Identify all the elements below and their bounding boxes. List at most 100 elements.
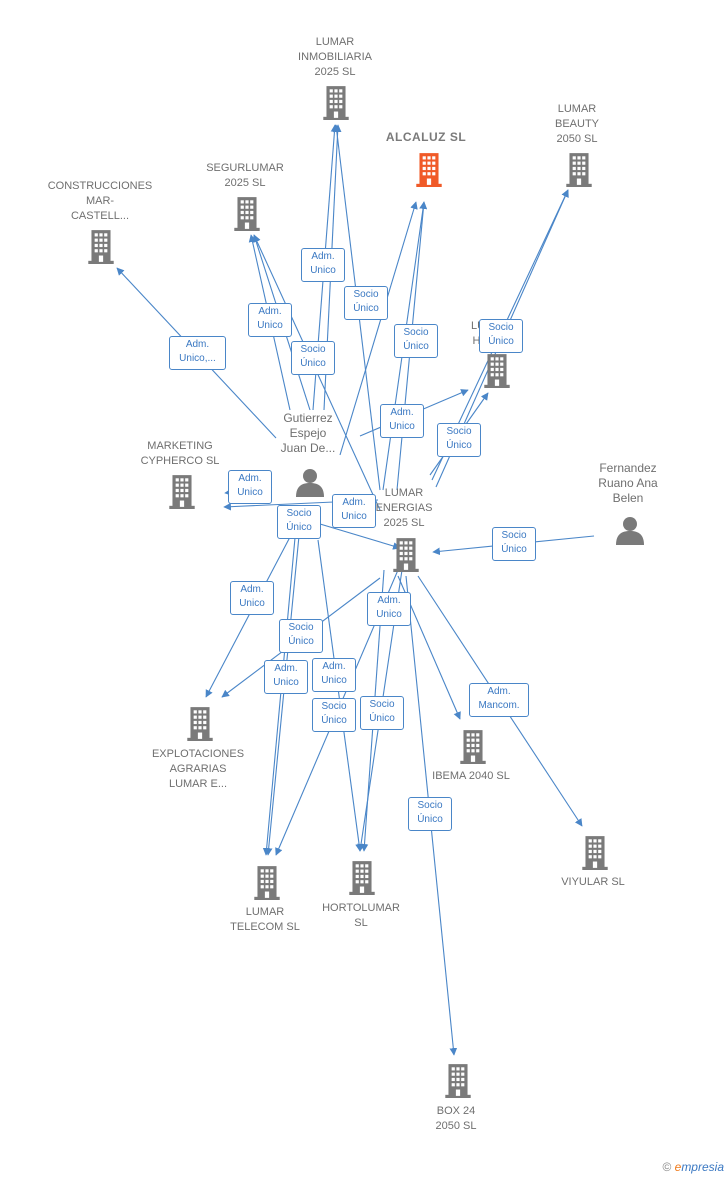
building-icon[interactable]: [582, 836, 608, 870]
edge-label-line: Único: [300, 358, 326, 369]
edge-line: [317, 539, 363, 852]
edge-label-line: Adm.: [322, 661, 346, 672]
building-icon[interactable]: [254, 866, 280, 900]
node-label-line: Juan De...: [280, 441, 336, 455]
edge-label-line: Unico: [389, 421, 415, 432]
building-icon[interactable]: [460, 730, 486, 764]
edge-label-line: Unico: [376, 609, 402, 620]
edge-label-line: Socio: [321, 701, 347, 712]
edge-label-box[interactable]: Adm.Unico: [264, 660, 308, 694]
node-label-line: HI: [472, 335, 484, 347]
building-icon[interactable]: [393, 538, 419, 572]
node-label-line: LUMAR: [557, 103, 597, 115]
node-label-line: 2050 SL: [435, 1120, 477, 1132]
building-icon[interactable]: [349, 861, 375, 895]
person-icon[interactable]: [296, 469, 324, 497]
building-icon[interactable]: [445, 1064, 471, 1098]
node-label-line: Gutierrez: [283, 411, 333, 425]
edge-label-line: Único: [446, 440, 472, 451]
node-label-line: MAR-: [85, 195, 115, 207]
edge-label-line: Socio: [417, 800, 443, 811]
node-label-line: 2025 SL: [224, 177, 266, 189]
edge-label-box[interactable]: Adm.Mancom.: [469, 683, 529, 717]
node-label-construcciones[interactable]: CONSTRUCCIONES MAR- CASTELL...: [25, 179, 175, 224]
building-icon[interactable]: [187, 707, 213, 741]
building-icon[interactable]: [169, 475, 195, 509]
building-icon[interactable]: [88, 230, 114, 264]
edge-label-line: Adm.: [258, 306, 282, 317]
edge-label-line: Adm.: [274, 663, 298, 674]
edge-label-line: Socio: [403, 327, 429, 338]
edge-label-box[interactable]: Adm.Unico: [230, 581, 274, 615]
edge-label-box[interactable]: Adm.Unico: [380, 404, 424, 438]
node-label-line: ALCALUZ SL: [385, 130, 467, 144]
node-label-box24[interactable]: BOX 24 2050 SL: [381, 1104, 531, 1134]
edge-label-line: Socio: [488, 322, 514, 333]
edge-label-line: Único: [321, 715, 347, 726]
person-icon[interactable]: [616, 517, 644, 545]
node-label-line: SL: [354, 917, 368, 929]
edge-label-line: Socio: [288, 622, 314, 633]
node-label-line: LUMAR: [384, 487, 424, 499]
edge-label-box[interactable]: Adm. Unico: [312, 658, 356, 692]
node-label-line: CASTELL...: [70, 210, 130, 222]
edge-label-line: Socio: [446, 426, 472, 437]
node-label-line: Ruano Ana: [598, 476, 658, 490]
building-icon[interactable]: [416, 153, 442, 187]
node-label-lumar-energias[interactable]: LUMAR ENERGIAS 2025 SL: [329, 486, 479, 531]
edge-label-box[interactable]: Adm. Unico: [367, 592, 411, 626]
edge-label-line: Único: [488, 336, 514, 347]
edge-label-box[interactable]: Adm.Unico,...: [169, 336, 226, 370]
edge-label-line: Unico: [310, 265, 336, 276]
building-icon[interactable]: [323, 86, 349, 120]
edge-label-box[interactable]: Adm.Unico: [228, 470, 272, 504]
edge-label-box[interactable]: Adm.Unico: [332, 494, 376, 528]
node-label-line: HORTOLUMAR: [322, 902, 400, 914]
edge-label-line: Unico: [237, 487, 263, 498]
node-label-line: ENERGIAS: [375, 502, 433, 514]
node-label-line: BOX 24: [436, 1105, 476, 1117]
edge-label-line: Único: [286, 522, 312, 533]
building-icon[interactable]: [566, 153, 592, 187]
node-label-ibema[interactable]: IBEMA 2040 SL: [396, 769, 546, 784]
edge-label-line: Único: [353, 303, 379, 314]
edge-label-line: Adm.: [377, 595, 401, 606]
building-icon[interactable]: [234, 197, 260, 231]
edge-label-line: Socio: [300, 344, 326, 355]
node-label-line: MARKETING: [147, 440, 213, 452]
building-icon[interactable]: [484, 354, 510, 388]
node-label-line: CONSTRUCCIONES: [47, 180, 153, 192]
node-label-segurlumar[interactable]: SEGURLUMAR 2025 SL: [170, 161, 320, 191]
node-label-line: Fernandez: [599, 461, 657, 475]
node-label-alcaluz[interactable]: ALCALUZ SL: [351, 130, 501, 145]
edge-line: [339, 201, 418, 456]
edge-label-line: Unico: [321, 675, 347, 686]
node-label-hortolumar[interactable]: HORTOLUMAR SL: [286, 901, 436, 931]
node-label-line: 2025 SL: [383, 517, 425, 529]
edge-label-line: Mancom.: [478, 700, 520, 711]
node-label-viyular[interactable]: VIYULAR SL: [518, 875, 668, 890]
edge-label-box[interactable]: Adm.Unico: [248, 303, 292, 337]
node-label-line: LUMAR E...: [168, 778, 228, 790]
edge-label-box[interactable]: Adm.Unico: [301, 248, 345, 282]
node-label-line: SEGURLUMAR: [206, 162, 284, 174]
